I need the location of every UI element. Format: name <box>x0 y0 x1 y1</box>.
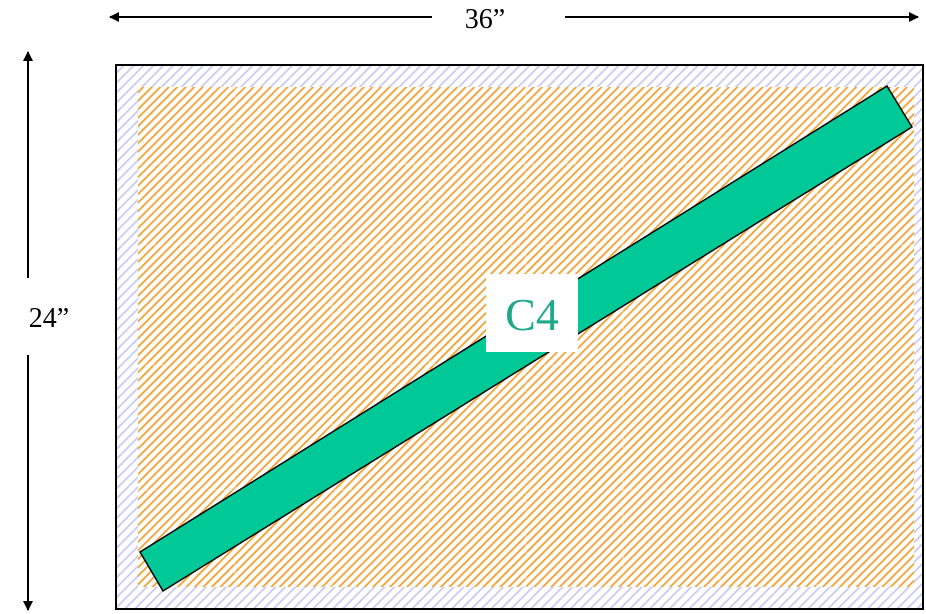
height-dimension: 24” <box>23 51 69 611</box>
width-dimension: 36” <box>109 4 919 35</box>
width-label: 36” <box>465 4 505 35</box>
strip-label-group: C4 <box>486 274 578 352</box>
panel-grid <box>138 87 914 587</box>
strip-label-background <box>486 274 578 352</box>
height-label: 24” <box>29 303 69 334</box>
strip-label: C4 <box>505 289 559 340</box>
